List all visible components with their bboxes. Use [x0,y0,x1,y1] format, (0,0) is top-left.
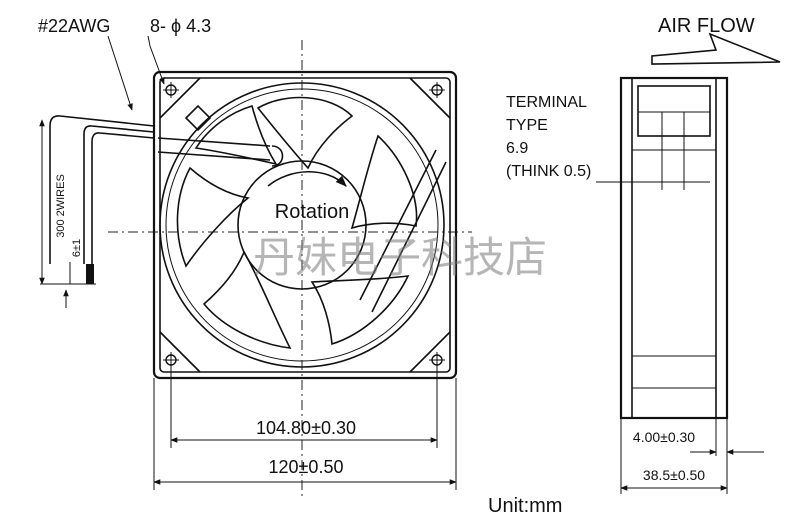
air-flow-arrow [651,32,781,65]
wire-stripped-ends [86,264,94,284]
terminal-label-line4: (THINK 0.5) [506,163,591,180]
wire-gauge-label: #22AWG [38,16,110,36]
flange-thickness-label: 4.00±0.30 [633,429,695,445]
motor-hub [237,160,367,290]
venturi-ring-inner [165,88,439,362]
frame-width-label: 120±0.50 [269,457,344,477]
strip-length-label: 6±1 [71,239,83,257]
support-arm-top [157,137,271,161]
front-view: Rotation [108,40,472,500]
fan-frame-outer [152,70,458,380]
side-view: 4.00±0.30 38.5±0.50 [596,76,764,494]
air-flow-label: AIR FLOW [658,15,755,37]
unit-label: Unit:mm [488,495,562,517]
rotation-label: Rotation [275,201,350,223]
wire-exit-hook [271,145,284,167]
terminal-label-line3: 6.9 [506,140,528,157]
support-arm-diagonal [359,149,447,313]
frame-terminal-tab [184,104,212,132]
side-frame-outline [619,76,729,420]
hole-spacing-label: 104.80±0.30 [256,418,356,438]
wire-length-label: 300 2WIRES [55,174,67,238]
fan-blades [176,96,418,349]
shop-watermark: 丹妹电子科技店 [253,233,547,282]
terminal-label-line2: TYPE [506,117,548,134]
frame-depth-label: 38.5±0.50 [643,467,705,483]
front-dimensions: 104.80±0.30 120±0.50 [153,368,457,490]
terminal-label-line1: TERMINAL [506,94,587,111]
mount-hole-label: 8- ϕ 4.3 [150,16,211,36]
rotation-arrow [267,170,347,187]
terminal-block [637,85,711,137]
frame-corner-chamfers [159,77,451,373]
lead-wires: 300 2WIRES 6±1 [39,115,155,308]
venturi-ring [159,82,445,368]
